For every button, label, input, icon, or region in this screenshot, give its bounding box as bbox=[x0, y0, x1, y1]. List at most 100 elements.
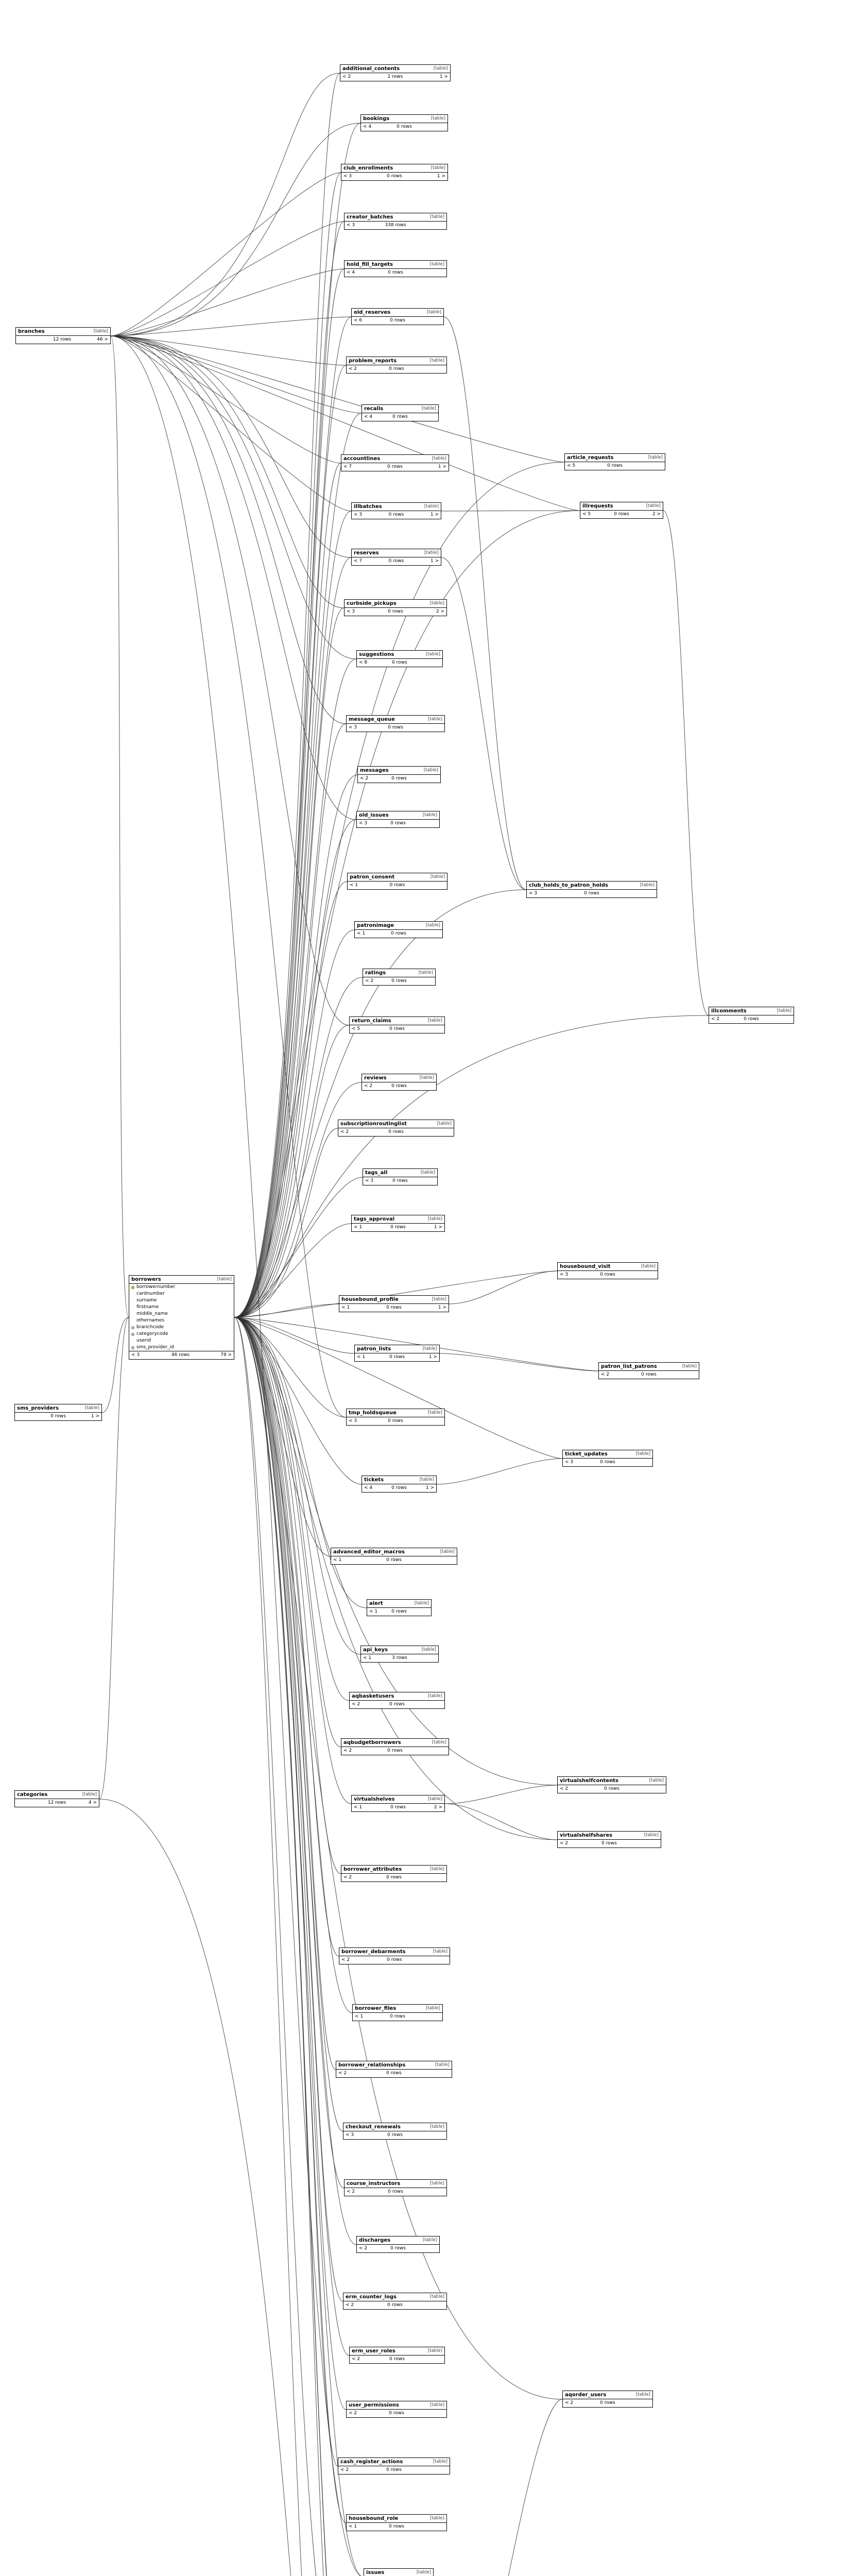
relationship-edge bbox=[110, 268, 345, 336]
row-count: 0 rows bbox=[386, 2071, 402, 2076]
table-header: old_issues[table] bbox=[357, 811, 439, 820]
table-type-tag: [table] bbox=[648, 455, 663, 460]
table-node-issues[interactable]: issues[table]< 30 rows bbox=[364, 2568, 434, 2576]
table-name: housebound_visit bbox=[560, 1264, 611, 1269]
table-type-tag: [table] bbox=[424, 504, 439, 509]
row-count: 0 rows bbox=[391, 1083, 407, 1089]
row-count: 0 rows bbox=[614, 512, 629, 517]
table-header: hold_fill_targets[table] bbox=[345, 261, 446, 269]
table-header: checkout_renewals[table] bbox=[343, 2123, 446, 2131]
parent-count: < 6 bbox=[354, 318, 363, 323]
column-name: surname bbox=[136, 1298, 157, 1303]
relationship-edge bbox=[110, 335, 361, 2576]
row-count: 0 rows bbox=[389, 1702, 405, 1707]
column-row: borrowernumber bbox=[129, 1284, 234, 1291]
table-name: housebound_profile bbox=[341, 1297, 399, 1302]
table-name: tmp_holdsqueue bbox=[349, 1410, 397, 1416]
relationship-edge bbox=[234, 1317, 345, 2189]
parent-count: < 3 bbox=[349, 1418, 357, 1423]
table-name: aqbudgetborrowers bbox=[343, 1740, 401, 1745]
table-name: aqbasketusers bbox=[352, 1693, 394, 1699]
child-count: 1 > bbox=[434, 1225, 442, 1230]
relationship-edge bbox=[234, 123, 361, 1318]
row-count: 0 rows bbox=[389, 2524, 404, 2529]
row-count: 0 rows bbox=[392, 1178, 408, 1183]
row-count: 0 rows bbox=[607, 463, 623, 468]
table-type-tag: [table] bbox=[429, 2402, 444, 2408]
table-type-tag: [table] bbox=[423, 768, 438, 773]
parent-count: < 5 bbox=[582, 512, 591, 517]
table-type-tag: [table] bbox=[424, 550, 439, 555]
table-header: illbatches[table] bbox=[352, 503, 441, 511]
column-name: userid bbox=[136, 1338, 151, 1343]
relationship-edge bbox=[234, 1317, 324, 2576]
